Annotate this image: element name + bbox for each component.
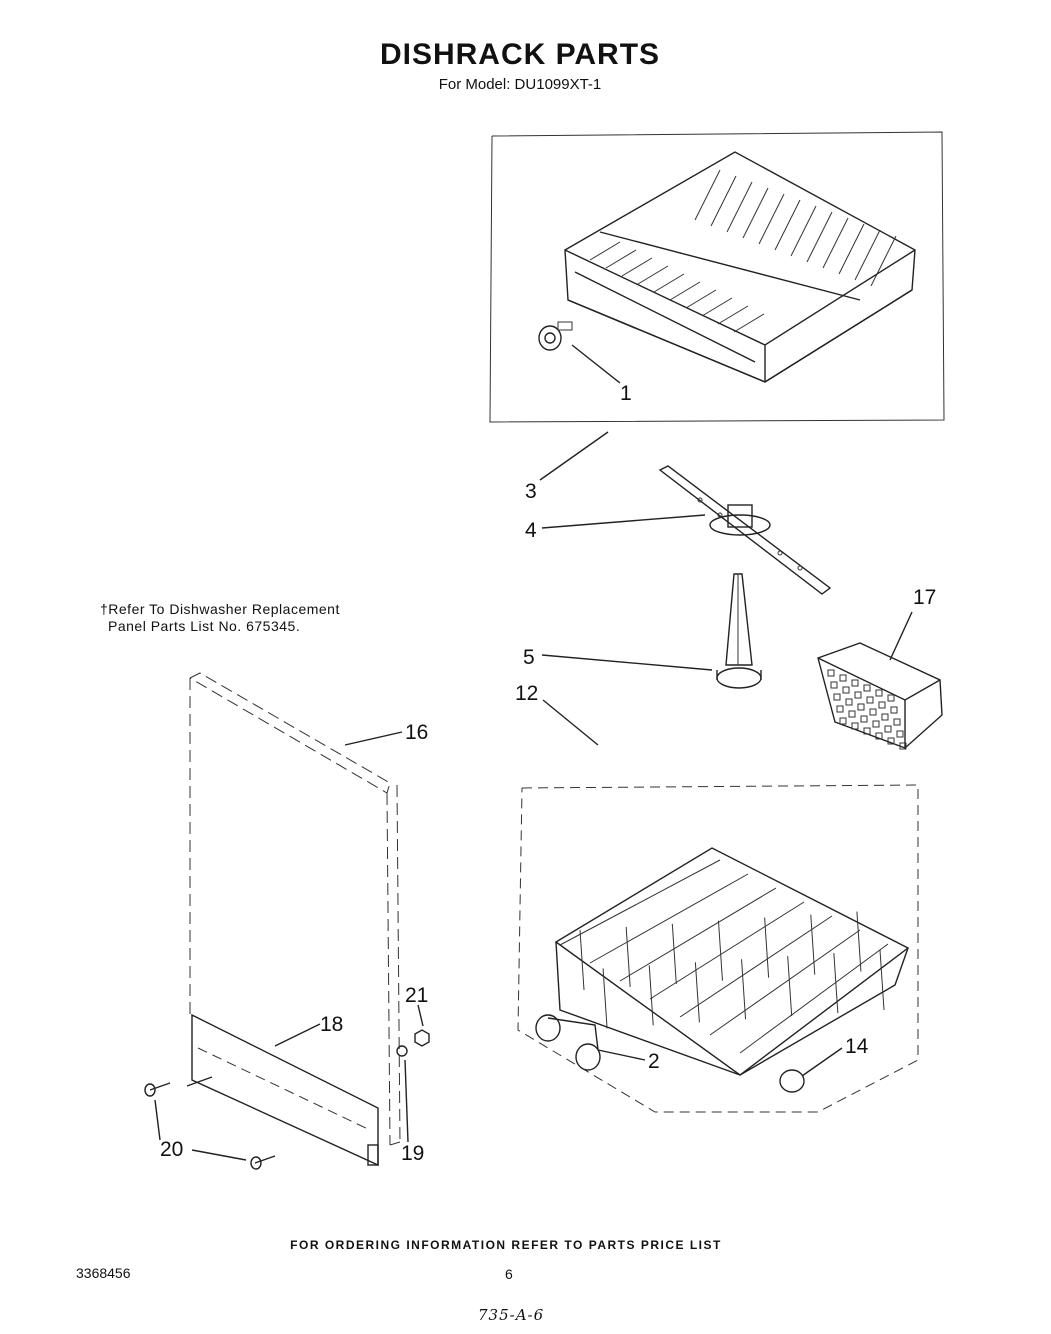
washer-icon [396, 1045, 408, 1057]
spray-tube [716, 573, 762, 689]
panel-note-line-2: Panel Parts List No. 675345. [108, 618, 301, 634]
callout-5: 5 [523, 646, 535, 669]
callout-19: 19 [401, 1142, 424, 1165]
nut-icon [414, 1029, 430, 1047]
silverware-basket [817, 642, 943, 750]
document-number: 3368456 [76, 1265, 131, 1281]
upper-rack [564, 151, 916, 383]
callout-3: 3 [525, 480, 537, 503]
model-subtitle: For Model: DU1099XT-1 [438, 76, 602, 93]
leader-lines [154, 344, 913, 1161]
page-number: 6 [505, 1266, 513, 1282]
panel-note-line-1: †Refer To Dishwasher Replacement [100, 601, 340, 617]
lower-rack-wheels [535, 1014, 601, 1071]
callout-21: 21 [405, 984, 428, 1007]
lower-rack-box [517, 784, 919, 1113]
page-title: DISHRACK PARTS [379, 38, 661, 71]
callout-20: 20 [160, 1138, 183, 1161]
callout-14: 14 [845, 1035, 869, 1058]
door-panel [189, 672, 401, 1146]
screw-icon [144, 1082, 276, 1170]
callout-2: 2 [648, 1050, 660, 1073]
toe-plate [191, 1013, 379, 1167]
callout-1: 1 [620, 382, 632, 405]
lower-rack-roller [779, 1069, 805, 1093]
ordering-info: FOR ORDERING INFORMATION REFER TO PARTS … [290, 1238, 722, 1252]
upper-rack-box [489, 131, 945, 423]
callout-18: 18 [320, 1013, 343, 1036]
lower-rack [554, 847, 910, 1076]
callout-17: 17 [913, 586, 936, 609]
callout-16: 16 [405, 721, 428, 744]
callout-4: 4 [525, 519, 537, 542]
handwritten-code: 735-A-6 [478, 1306, 545, 1324]
callout-12: 12 [515, 682, 538, 705]
upper-rack-wheel [538, 321, 573, 351]
spray-arm [658, 465, 832, 595]
